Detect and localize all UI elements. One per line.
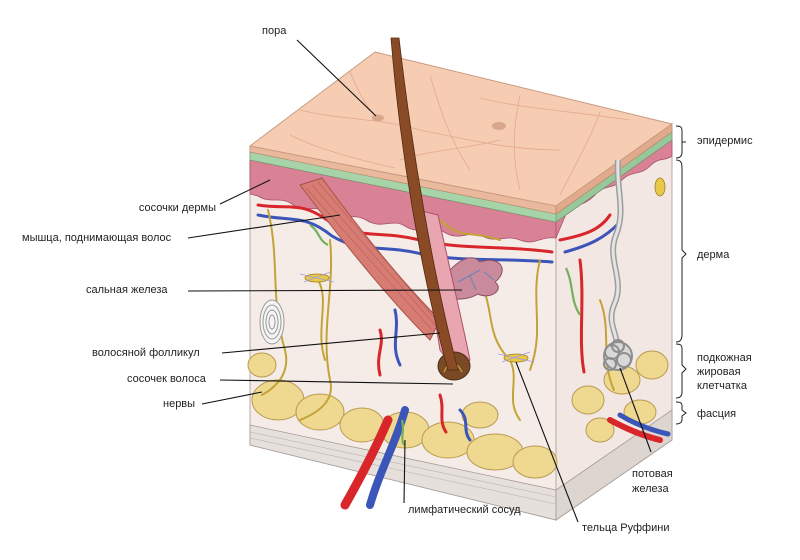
surface-cracks: [289, 71, 631, 196]
label-sebaceous-gland: сальная железа: [86, 284, 168, 296]
label-pore: пора: [262, 25, 287, 37]
label-arrector-pili: мышца, поднимающая волос: [22, 232, 172, 244]
label-hypodermis-line3: клетчатка: [697, 380, 748, 392]
leader-sweat-gland: [619, 367, 652, 453]
label-lymphatic-vessel: лимфатический сосуд: [408, 504, 521, 516]
leader-lines: [187, 39, 652, 523]
leader-lymph: [403, 439, 406, 504]
hair-shaft: [390, 37, 459, 371]
brace-fascia: [675, 401, 687, 425]
leader-arrector-pili: [187, 214, 341, 239]
sweat-gland: [603, 159, 633, 371]
lamellar-corpuscle: [259, 299, 285, 345]
label-hypodermis-line1: подкожная: [697, 352, 752, 364]
layer-braces: [675, 125, 687, 425]
lymphatic-vessels: [309, 224, 581, 446]
label-epidermis: эпидермис: [697, 135, 753, 147]
leader-follicle: [221, 332, 441, 354]
label-sweat-gland-line2: железа: [632, 483, 669, 495]
leader-sebaceous: [187, 289, 463, 292]
meissner-corpuscle: [654, 177, 666, 197]
brace-epidermis: [675, 125, 686, 159]
leader-ruffini: [515, 361, 579, 523]
pore-dot: [372, 114, 384, 122]
vein-side: [617, 412, 671, 437]
brace-hypodermis: [675, 343, 687, 399]
label-ruffini: тельца Руффини: [582, 522, 669, 534]
label-hair-papilla: сосочек волоса: [127, 373, 207, 385]
label-nerves: нервы: [163, 398, 195, 410]
sweat-gland-coil: [603, 339, 633, 371]
label-dermis: дерма: [697, 249, 730, 261]
skin-block: [247, 51, 674, 521]
brace-dermis: [675, 159, 687, 343]
leader-pore: [296, 39, 377, 117]
leader-hair-papilla: [219, 379, 454, 385]
hair-structures: [299, 37, 503, 381]
artery-side: [607, 417, 663, 443]
label-dermal-papillae: сосочки дермы: [139, 202, 216, 214]
leader-dermal-papillae: [219, 179, 271, 205]
ruffini-corpuscle-1: [299, 271, 335, 283]
label-hair-follicle: волосяной фолликул: [92, 347, 200, 359]
labels: пора сосочки дермы мышца, поднимающая во…: [22, 25, 753, 534]
pore-dot-2: [492, 122, 506, 130]
label-sweat-gland-line1: потовая: [632, 468, 673, 480]
skin-surface: [248, 51, 674, 207]
label-fascia: фасция: [697, 408, 736, 420]
label-hypodermis-line2: жировая: [697, 366, 741, 378]
receptors: [259, 177, 666, 363]
artery-bottom: [340, 415, 393, 510]
leader-nerves: [201, 391, 263, 405]
